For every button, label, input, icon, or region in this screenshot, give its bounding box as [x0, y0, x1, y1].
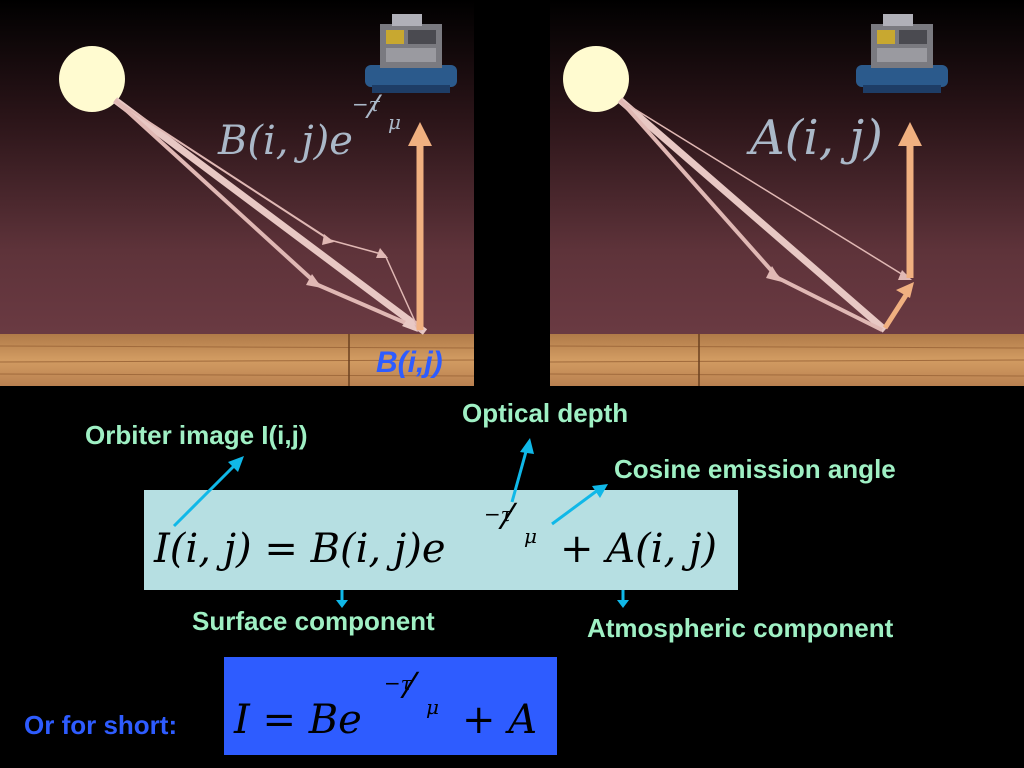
left-scene-svg: B(i,j) — [0, 0, 474, 386]
left-scene-panel: B(i,j) B(i, j)e −τ ⁄ μ — [0, 0, 474, 386]
equation-sup-num: −τ — [484, 502, 512, 526]
cosine-pointer-head — [592, 484, 608, 498]
atmospheric-beam — [619, 99, 909, 279]
multiple-scatter-beam — [114, 99, 331, 241]
cosine-pointer-arrow — [551, 488, 599, 526]
scattered-beam — [618, 98, 780, 280]
optical-depth-pointer-arrow — [510, 447, 529, 503]
right-formula: A(i, j) — [750, 110, 883, 166]
or-for-short-label: Or for short: — [24, 710, 178, 740]
left-formula-sup-den: μ — [388, 110, 401, 134]
short-equation-rhs: + A — [462, 697, 538, 743]
cosine-emission-label: Cosine emission angle — [614, 454, 896, 484]
equation-fraction-slash: ⁄ — [506, 496, 513, 538]
orbiter-pointer-head — [228, 456, 244, 472]
surface-component-label: Surface component — [192, 606, 435, 636]
direct-beam — [617, 97, 888, 333]
left-formula: B(i, j)e — [218, 118, 353, 164]
equation-sup-den: μ — [524, 524, 537, 548]
short-equation-sup-num: −τ — [384, 671, 412, 695]
short-equation-fraction-slash: ⁄ — [408, 665, 415, 707]
orbiter-image-label: Orbiter image I(i,j) — [85, 420, 308, 450]
optical-depth-label: Optical depth — [462, 398, 629, 428]
scattered-beam — [113, 98, 320, 287]
equation-rhs: + A(i, j) — [560, 526, 717, 572]
optical-depth-pointer-head — [520, 438, 534, 454]
right-scene-panel: A(i, j) — [550, 0, 1024, 386]
reflected-up-arrow — [882, 290, 911, 330]
orbiter-pointer-arrow — [172, 462, 238, 528]
orbiter-icon — [856, 14, 948, 93]
left-formula-slash: ⁄ — [372, 88, 378, 126]
orbiter-icon — [365, 14, 457, 93]
direct-beam — [112, 97, 428, 335]
left-formula-sup-num: −τ — [352, 92, 380, 116]
sun-icon — [563, 46, 629, 112]
atmospheric-pointer-head — [617, 600, 629, 608]
equation-lhs: I(i, j) = B(i, j)e — [154, 526, 446, 572]
right-scene-svg — [550, 0, 1024, 386]
surface-pointer-head — [336, 600, 348, 608]
short-equation-sup-den: μ — [426, 695, 439, 719]
sky-background — [550, 0, 1024, 334]
sun-icon — [59, 46, 125, 112]
atmospheric-component-label: Atmospheric component — [587, 613, 894, 643]
equation-box: I(i, j) = B(i, j)e −τ ⁄ μ + A(i, j) — [144, 490, 738, 590]
short-equation-lhs: I = Be — [234, 697, 362, 743]
short-equation-box: I = Be −τ ⁄ μ + A — [224, 657, 557, 755]
surface-brightness-label: B(i,j) — [376, 346, 443, 379]
